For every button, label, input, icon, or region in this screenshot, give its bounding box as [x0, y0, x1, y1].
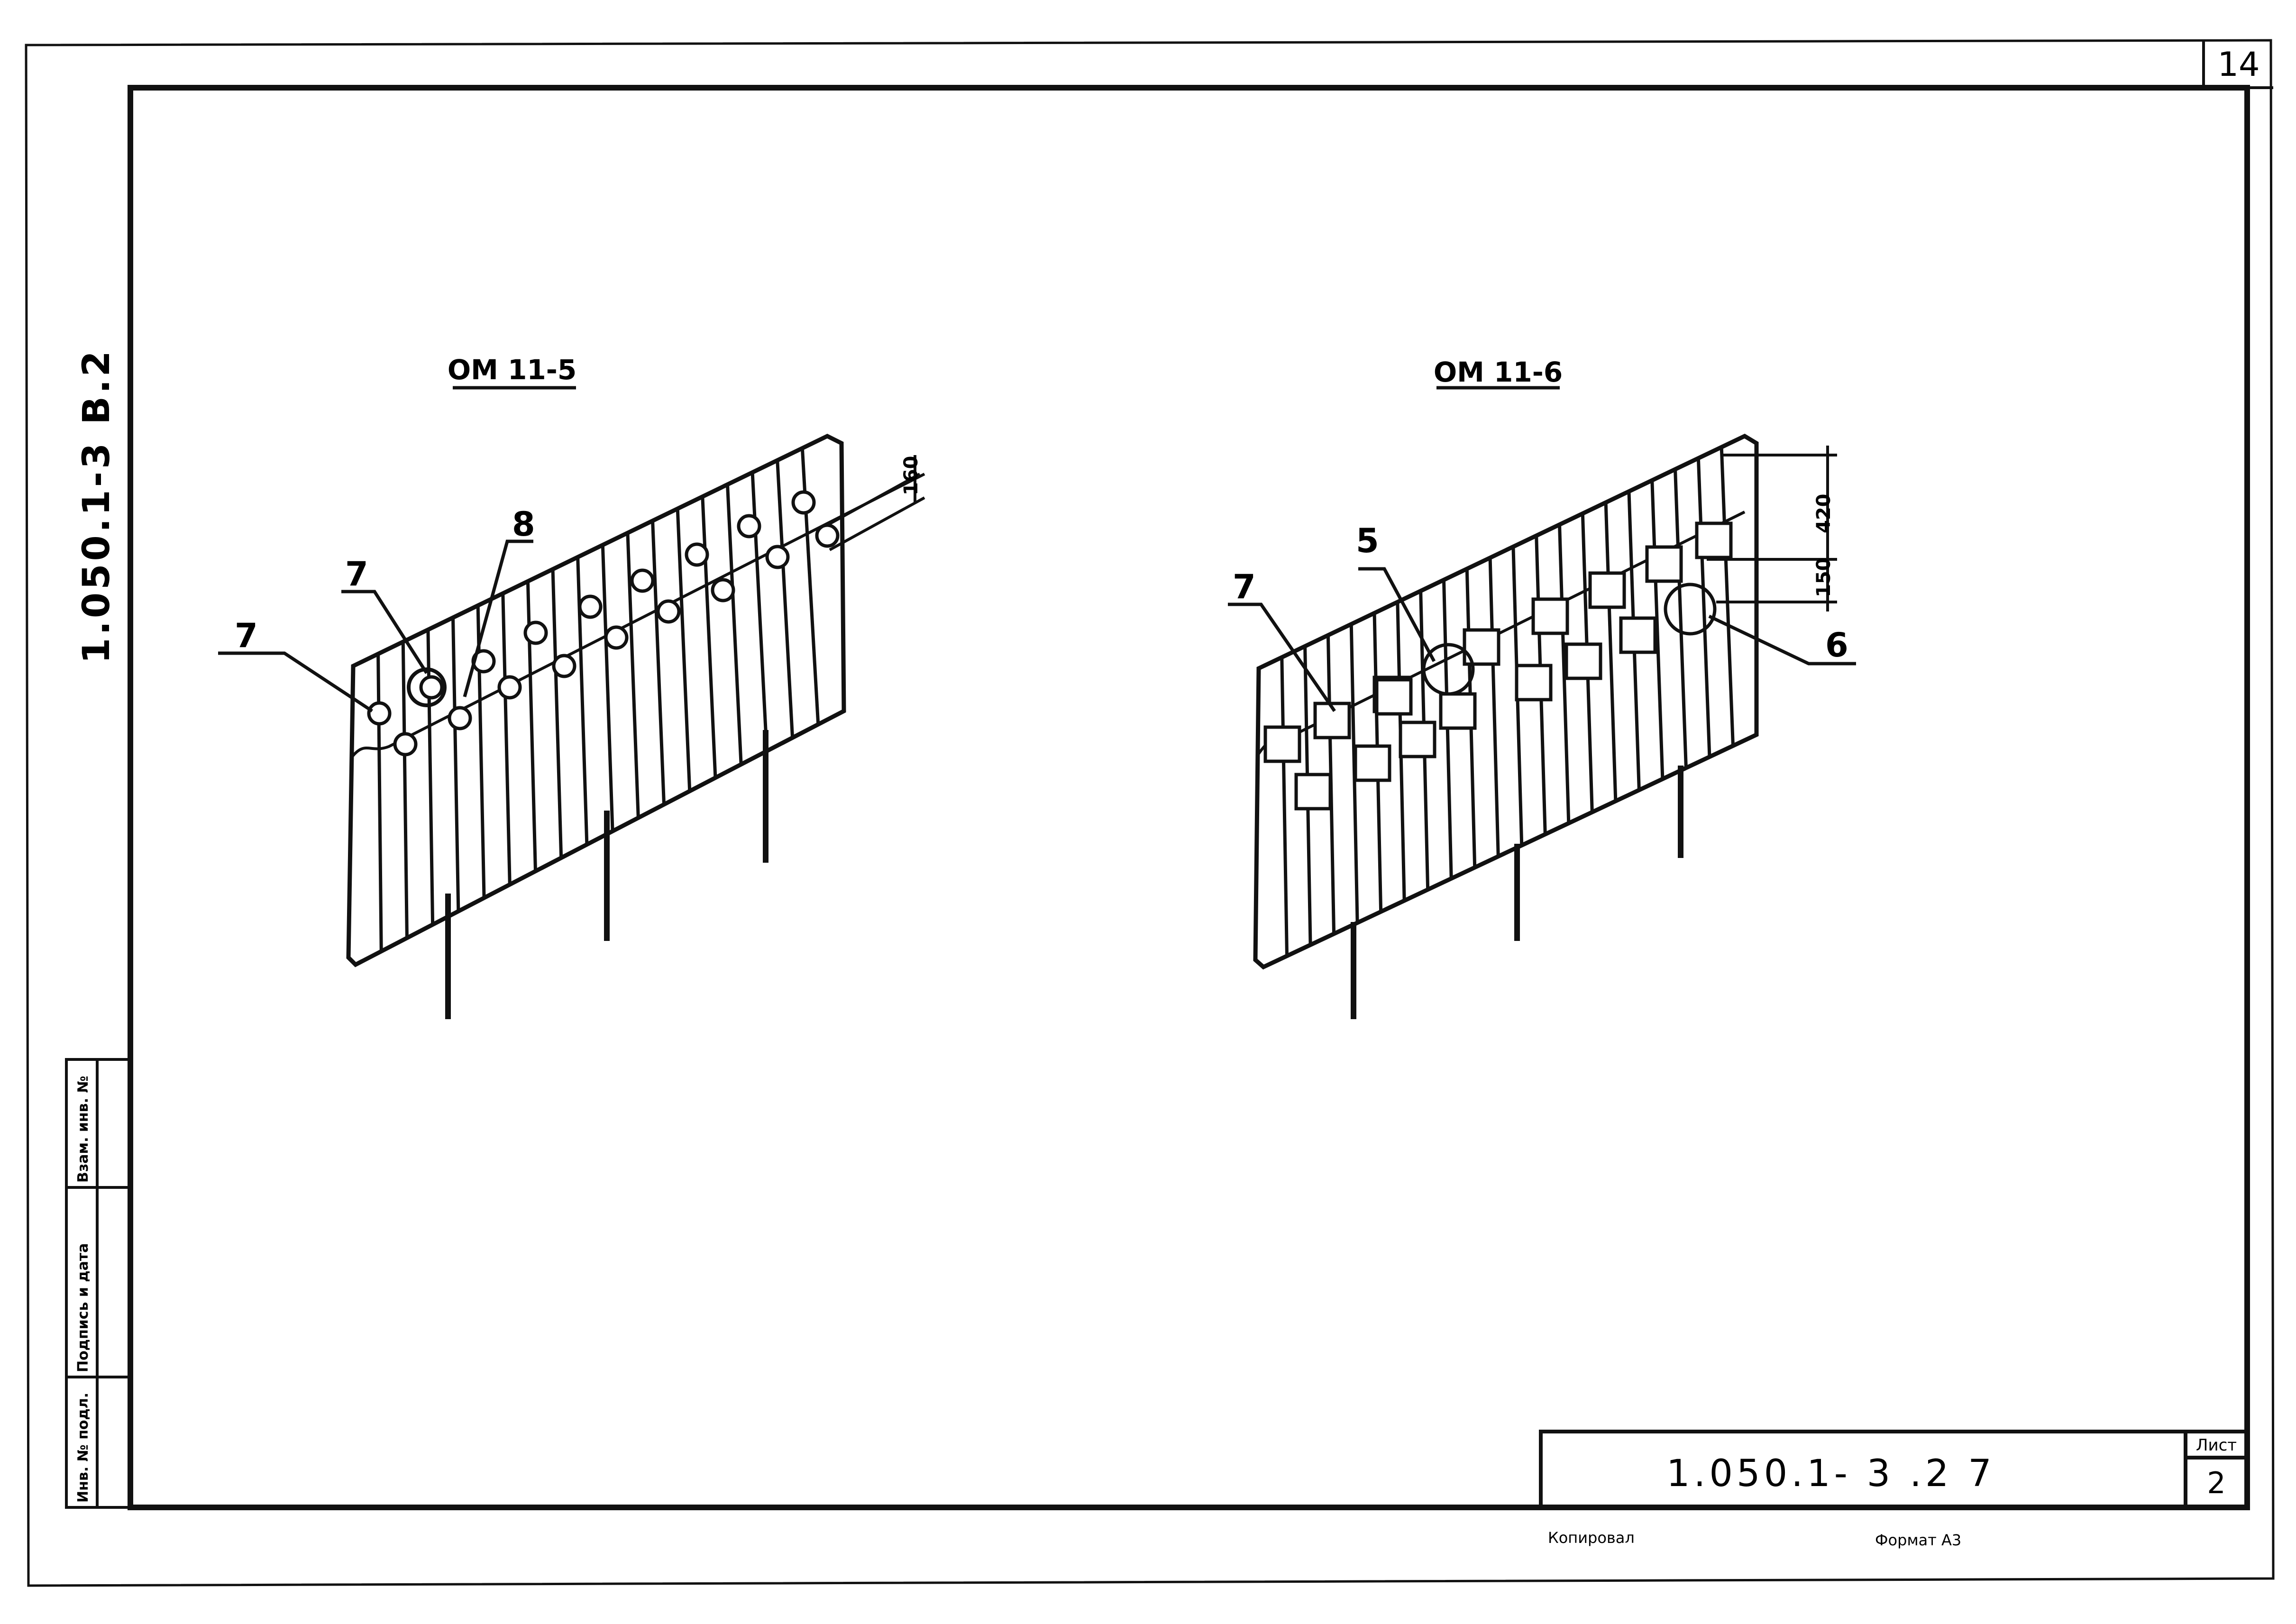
opening-circle: [552, 654, 576, 678]
opening-circle: [419, 675, 444, 700]
dimension-420: 420: [1813, 494, 1835, 534]
corner-sheet-number: 14: [2217, 45, 2259, 84]
mesh-bar: [1674, 469, 1688, 768]
opening-circle: [737, 514, 761, 538]
mesh-bar: [451, 617, 460, 912]
mesh-bar: [1604, 502, 1618, 802]
opening-circle: [685, 542, 709, 567]
opening-circle: [367, 701, 392, 726]
copied-by-label: Копировал: [1548, 1529, 1635, 1547]
mesh-bar: [376, 654, 383, 951]
opening-circle: [630, 568, 655, 593]
opening-circle: [711, 578, 735, 602]
stamp-field-original-inventory: Инв. № подл.: [75, 1393, 91, 1503]
mesh-bar: [651, 520, 666, 805]
support-rods: [445, 730, 768, 1019]
mesh-bar: [776, 460, 795, 738]
embedded-plate: [1354, 744, 1391, 782]
opening-circle: [497, 675, 522, 700]
opening-circle: [523, 620, 548, 645]
stamp-field-replacement-inventory: Взам. инв. №: [75, 1076, 91, 1183]
title-block-document-code: 1.050.1- 3 .2 7: [1666, 1452, 1995, 1495]
mesh-bar: [551, 569, 563, 858]
side-document-code: 1.050.1-3 В.2: [75, 348, 118, 664]
mesh-bar: [1280, 657, 1289, 956]
opening-circle: [393, 732, 418, 757]
callout-6: 6: [1825, 626, 1848, 665]
title-block-sheet-number: 2: [2207, 1466, 2225, 1500]
dimension-160: 160: [900, 456, 922, 496]
title-block: [1539, 1430, 2249, 1509]
callout-7-upper: 7: [345, 555, 368, 593]
mesh-bar: [1650, 480, 1665, 779]
side-approval-stamp: [65, 1058, 132, 1509]
callout-7-left: 7: [235, 616, 258, 655]
opening-circle: [815, 523, 840, 548]
callout-5: 5: [1356, 521, 1379, 560]
mesh-vertical-bars: [376, 448, 820, 951]
callout-7-drawing-2: 7: [1233, 567, 1256, 606]
mesh-bar: [401, 641, 409, 938]
opening-circle: [578, 594, 603, 619]
mesh-bar: [1558, 524, 1571, 823]
embedded-plate: [1645, 545, 1683, 583]
embedded-plate: [1294, 773, 1332, 811]
callout-8: 8: [512, 505, 535, 544]
mesh-bar: [1720, 447, 1735, 746]
mesh-bar: [725, 484, 743, 765]
sheet-frame: [25, 39, 2275, 1587]
title-block-sheet-label: Лист: [2196, 1436, 2237, 1455]
opening-circle: [791, 490, 816, 515]
mesh-bar: [800, 448, 820, 725]
mesh-bar: [601, 545, 614, 831]
drawing-om-11-5: ОМ 11-5 160 7 7 8: [218, 354, 925, 1019]
embedded-plate: [1313, 702, 1351, 739]
drawing-om-11-6: ОМ 11-6 420 150 7 5 6: [1228, 356, 1856, 1019]
dimension-150: 150: [1813, 558, 1835, 598]
mesh-bar: [676, 509, 692, 792]
mesh-bar: [1488, 557, 1500, 857]
format-label: Формат А3: [1875, 1531, 1961, 1549]
embedded-plate: [1564, 642, 1602, 680]
embedded-plate: [1263, 725, 1301, 763]
stamp-field-signature-date: Подпись и дата: [75, 1243, 91, 1372]
mesh-vertical-bars-2: [1280, 447, 1735, 956]
drawing-title-om-11-5: ОМ 11-5: [448, 354, 576, 386]
mesh-bar: [1696, 458, 1711, 757]
embedded-plate: [1439, 692, 1477, 730]
mesh-bar: [426, 630, 435, 925]
embedded-plate: [1619, 616, 1657, 654]
opening-circle: [448, 706, 472, 730]
embedded-plate: [1588, 571, 1626, 609]
mesh-panel-outline: [346, 433, 846, 967]
embedded-plate: [1695, 521, 1733, 559]
mesh-bar: [701, 496, 717, 778]
mesh-panel-outline-2: [1253, 433, 1759, 970]
drawing-title-om-11-6: ОМ 11-6: [1434, 356, 1563, 388]
support-rods-2: [1351, 766, 1683, 1019]
opening-circle: [604, 625, 629, 650]
embedded-openings: [367, 490, 840, 757]
mesh-bar: [750, 472, 768, 751]
mesh-bar: [501, 593, 512, 885]
mesh-bar: [626, 533, 640, 818]
embedded-plate: [1399, 721, 1436, 758]
opening-circle: [765, 545, 790, 569]
embedded-plate: [1531, 597, 1569, 635]
opening-circle: [656, 599, 681, 624]
embedded-plate: [1515, 664, 1553, 702]
embedded-plate: [1375, 678, 1413, 716]
